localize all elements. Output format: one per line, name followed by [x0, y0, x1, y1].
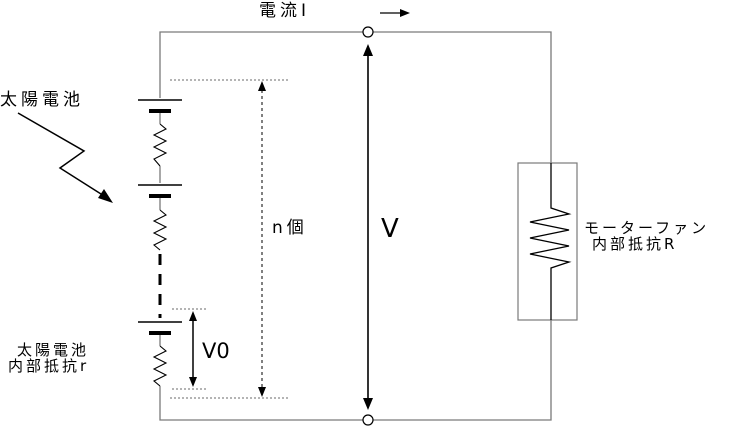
- current-arrow: [380, 9, 410, 17]
- battery-cell-1: [138, 99, 182, 113]
- cell-internal-label-line1: 太陽電池: [17, 341, 90, 359]
- resistor-cell-r: [152, 345, 168, 387]
- resistor-cell-1: [152, 123, 168, 167]
- wire-top-left: [159, 31, 363, 98]
- motor-label-line1: モーターファン: [584, 219, 710, 237]
- wire-top-right: [373, 31, 552, 163]
- wire-bottom-left: [159, 386, 363, 421]
- battery-cell-3: [138, 321, 182, 335]
- terminal-bottom: [362, 414, 374, 426]
- battery-cell-2: [138, 184, 182, 198]
- dimension-v: [363, 44, 373, 410]
- terminal-top: [362, 26, 374, 38]
- range-guides: [170, 79, 290, 399]
- resistor-cell-2: [152, 209, 168, 251]
- sunlight-arrow: [17, 112, 113, 203]
- total-voltage-label: V: [381, 214, 399, 244]
- motor-resistor: [529, 163, 572, 320]
- current-label: 電流I: [259, 1, 311, 21]
- motor-label-line2: 内部抵抗R: [592, 235, 678, 253]
- dimension-v0: [189, 311, 197, 387]
- wire-right-lower: [373, 320, 552, 421]
- dimension-n: [258, 81, 266, 397]
- solar-cell-label: 太陽電池: [0, 90, 84, 110]
- cell-voltage-label: V0: [202, 339, 230, 363]
- circuit-wires: [159, 31, 552, 421]
- n-cells-label: n個: [272, 218, 308, 238]
- cell-internal-label-line2: 内部抵抗r: [8, 357, 90, 375]
